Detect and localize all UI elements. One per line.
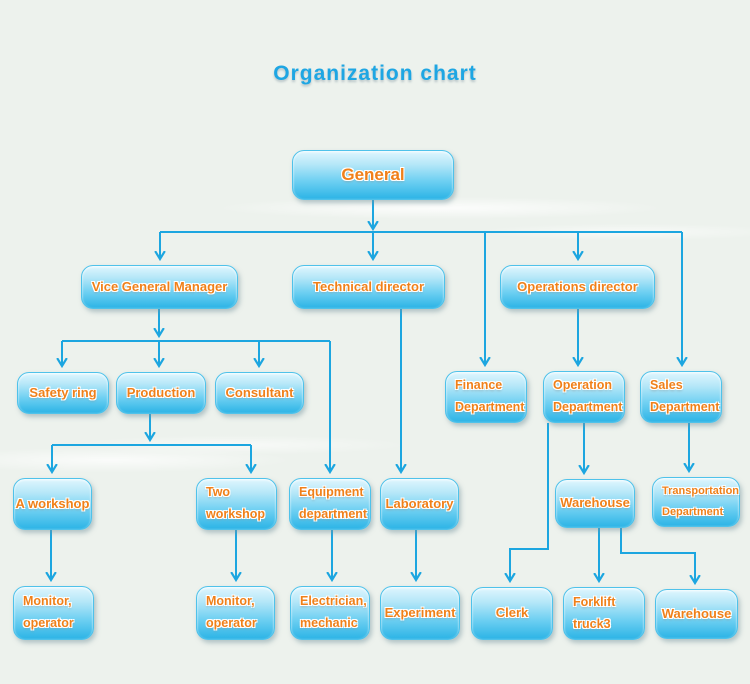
- org-node-laboratory: Laboratory: [380, 478, 459, 530]
- node-label: Equipment department: [299, 485, 368, 521]
- org-node-a-workshop: A workshop: [13, 478, 92, 530]
- org-node-finance-department: Finance Department: [445, 371, 527, 423]
- org-node-general: General: [292, 150, 454, 200]
- org-node-monitor-operator-1: Monitor, operator: [13, 586, 94, 640]
- node-label: Sales Department: [650, 378, 720, 414]
- node-label: Safety ring: [29, 384, 97, 400]
- node-label: Production: [126, 384, 196, 400]
- org-node-forklift-truck3: Forklift truck3: [563, 587, 645, 640]
- org-node-operations-director: Operations director: [500, 265, 655, 309]
- org-node-sales-department: Sales Department: [640, 371, 722, 423]
- node-label: Warehouse: [661, 605, 732, 621]
- org-node-monitor-operator-2: Monitor, operator: [196, 586, 275, 640]
- org-node-consultant: Consultant: [215, 372, 304, 414]
- org-node-clerk: Clerk: [471, 587, 553, 640]
- node-label: Monitor, operator: [23, 594, 74, 630]
- node-label: Operations director: [517, 278, 638, 294]
- node-label: A workshop: [15, 495, 90, 511]
- node-label: Warehouse: [560, 495, 630, 511]
- org-node-two-workshop: Two workshop: [196, 478, 277, 530]
- org-node-safety-ring: Safety ring: [17, 372, 109, 414]
- node-label: Finance Department: [455, 378, 525, 414]
- node-label: Monitor, operator: [206, 594, 257, 630]
- org-node-technical-director: Technical director: [292, 265, 445, 309]
- node-label: Transportation Department: [662, 485, 740, 518]
- node-label: Laboratory: [385, 495, 454, 511]
- org-node-equipment-department: Equipment department: [289, 478, 371, 530]
- node-label: Forklift truck3: [573, 594, 616, 631]
- org-node-warehouse-mid: Warehouse: [555, 479, 635, 528]
- connector-warehouse-mid-warehouse-bottom: [620, 528, 701, 586]
- node-label: Consultant: [225, 384, 294, 400]
- connector-operation-department-clerk: [504, 423, 549, 584]
- org-node-electrician-mechanic: Electrician, mechanic: [290, 586, 370, 640]
- org-node-production: Production: [116, 372, 206, 414]
- node-label: General: [341, 165, 405, 185]
- node-label: Vice General Manager: [91, 278, 228, 294]
- node-label: Two workshop: [206, 485, 266, 521]
- org-node-experiment: Experiment: [380, 586, 460, 640]
- org-node-operation-department: Operation Department: [543, 371, 625, 423]
- org-node-transportation-department: Transportation Department: [652, 477, 740, 527]
- node-label: Experiment: [384, 604, 456, 620]
- node-label: Clerk: [495, 605, 529, 621]
- node-label: Electrician, mechanic: [300, 594, 367, 630]
- org-node-vice-general-manager: Vice General Manager: [81, 265, 238, 309]
- org-node-warehouse-bottom: Warehouse: [655, 589, 738, 639]
- node-label: Technical director: [312, 278, 424, 294]
- node-label: Operation Department: [553, 378, 623, 414]
- page-title: Organization chart: [273, 62, 477, 85]
